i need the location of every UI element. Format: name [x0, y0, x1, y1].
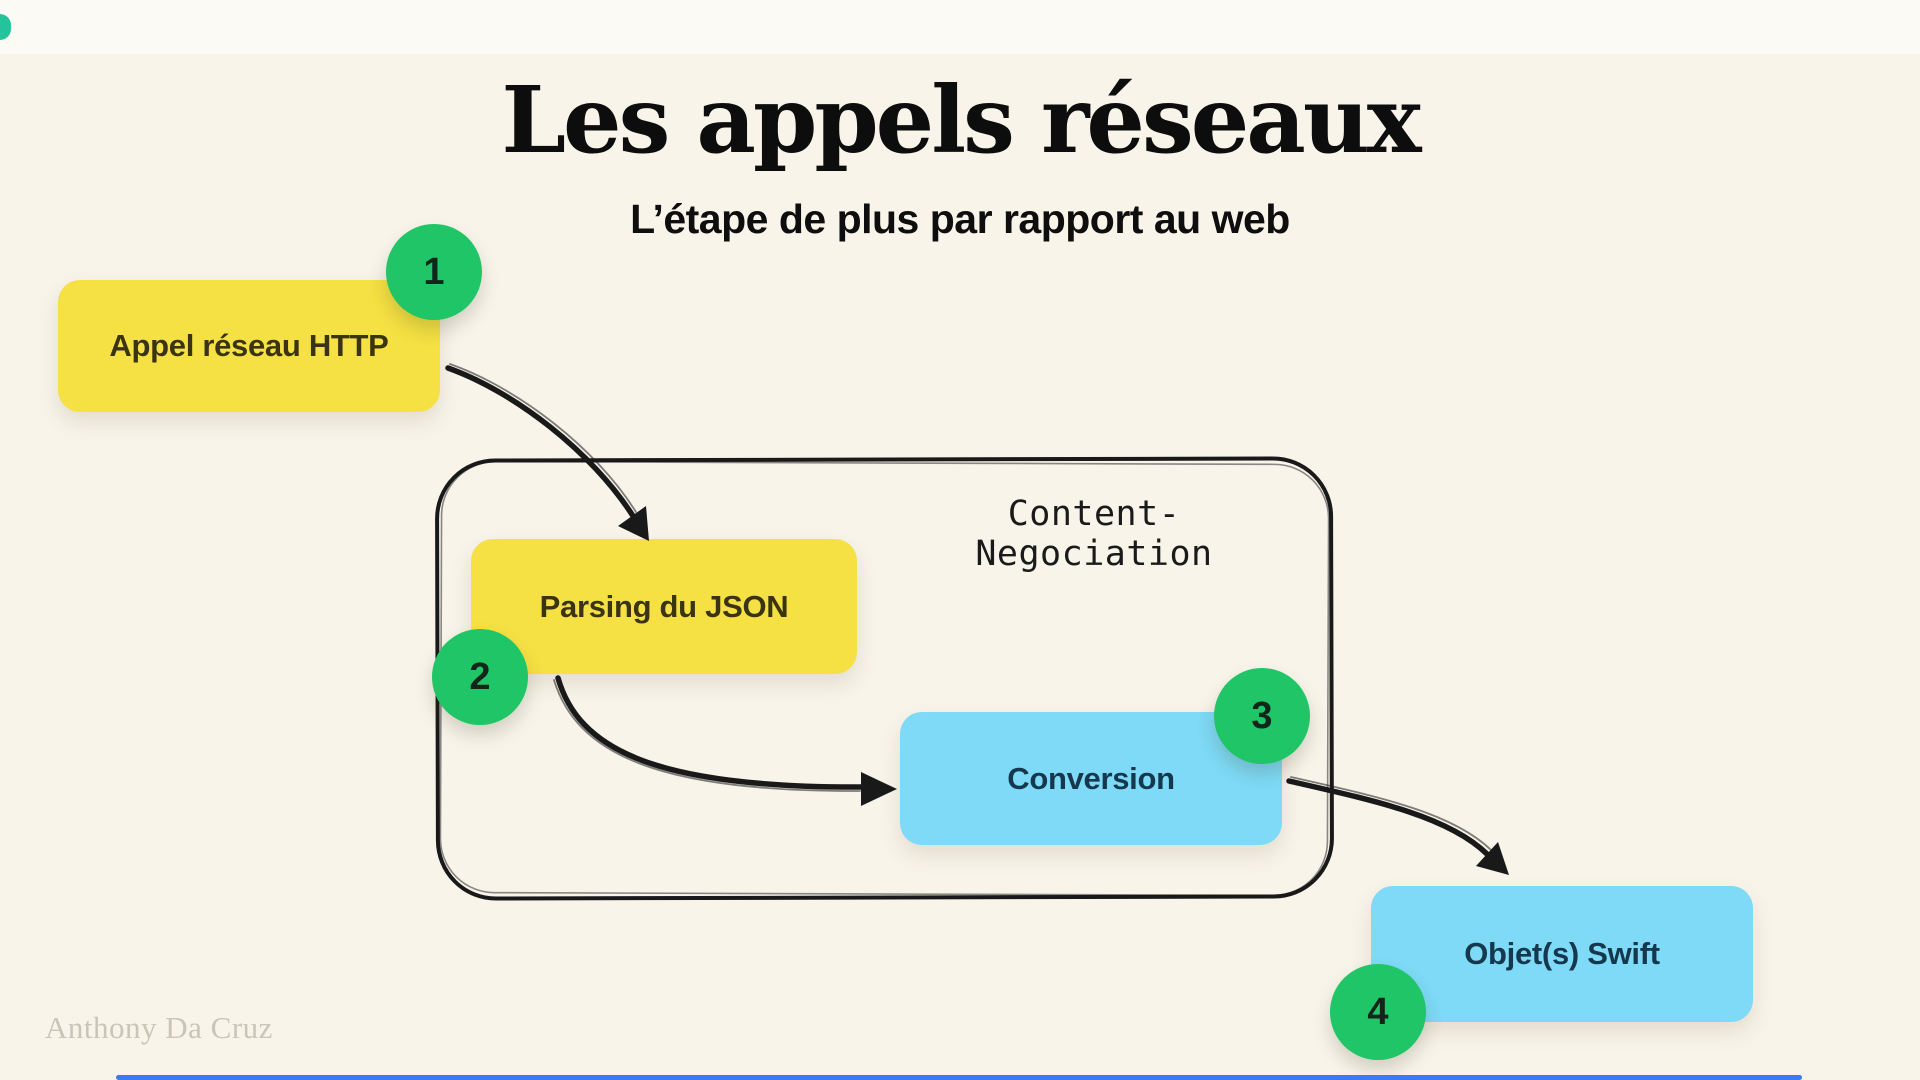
author-watermark: Anthony Da Cruz	[45, 1010, 273, 1045]
content-negotiation-label: Content-Negociation	[975, 494, 1213, 574]
step-badge-3: 3	[1214, 668, 1310, 764]
badge-number: 1	[423, 250, 445, 293]
node-parsing-du-json: Parsing du JSON	[471, 539, 857, 674]
badge-number: 3	[1251, 694, 1273, 737]
arrow-1-to-2	[445, 363, 649, 541]
step-badge-4: 4	[1330, 964, 1426, 1060]
bottom-progress-bar	[116, 1075, 1802, 1080]
badge-number: 2	[469, 655, 491, 698]
node-label: Appel réseau HTTP	[109, 328, 389, 363]
edge-mark	[0, 14, 11, 40]
arrow-2-to-3	[553, 675, 897, 806]
step-badge-1: 1	[386, 224, 482, 320]
node-objets-swift: Objet(s) Swift	[1371, 886, 1753, 1022]
top-band	[0, 0, 1920, 55]
node-appel-reseau-http: Appel réseau HTTP	[58, 280, 440, 412]
slide-subtitle: L’étape de plus par rapport au web	[630, 196, 1290, 242]
arrow-3-to-4	[1286, 776, 1509, 875]
step-badge-2: 2	[432, 629, 528, 725]
badge-number: 4	[1367, 990, 1389, 1033]
node-label: Parsing du JSON	[539, 588, 789, 624]
slide-title: Les appels réseaux	[501, 66, 1421, 174]
node-label: Conversion	[1007, 760, 1175, 796]
node-label: Objet(s) Swift	[1464, 936, 1660, 971]
